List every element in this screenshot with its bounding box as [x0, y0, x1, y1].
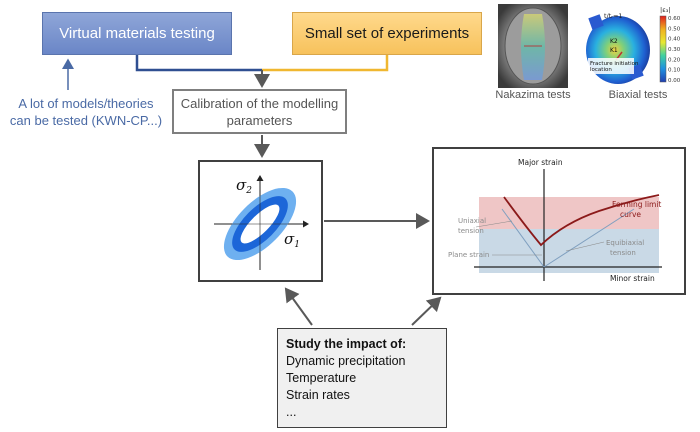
- colorbar: [659, 15, 667, 83]
- study-item: Dynamic precipitation: [286, 354, 406, 368]
- equibiaxial-path: [543, 208, 635, 268]
- calibration-line-2: parameters: [226, 112, 293, 128]
- colorbar-tick-label: 0.50: [668, 26, 681, 32]
- equibiaxial-label-line-1: Equibiaxial: [606, 239, 644, 247]
- calibration-box: Calibration of the modelling parameters: [172, 89, 347, 134]
- biaxial-top-label: t/tᵣ=1: [604, 12, 623, 20]
- yield-locus-plot: σ2 σ1: [214, 175, 309, 270]
- virtual-testing-box: Virtual materials testing: [42, 12, 232, 55]
- experiments-connector: [262, 55, 389, 72]
- colorbar-tick-label: 0.40: [668, 37, 681, 43]
- models-note-line-2: can be tested (KWN-CP...): [9, 113, 163, 128]
- models-note: A lot of models/theories can be tested (…: [6, 95, 166, 129]
- study-box: Study the impact of: Dynamic precipitati…: [277, 328, 447, 428]
- arrow-study-to-yield: [284, 287, 313, 326]
- sigma1-label: σ1: [284, 230, 300, 250]
- colorbar-tick-label: 0.60: [668, 16, 681, 22]
- minor-strain-label: Minor strain: [610, 274, 655, 283]
- uniaxial-label-line-2: tension: [458, 227, 484, 235]
- biaxial-k1-label: K1: [610, 47, 618, 54]
- models-note-line-1: A lot of models/theories: [18, 96, 154, 111]
- colorbar-tick-label: 0.00: [668, 78, 681, 84]
- virtual-testing-label: Virtual materials testing: [59, 25, 215, 42]
- biaxial-k2-label: K2: [610, 38, 618, 45]
- flc-label-line-2: curve: [620, 210, 641, 219]
- uniaxial-path: [501, 208, 545, 268]
- experiments-box: Small set of experiments: [292, 12, 482, 55]
- arrow-study-to-flc: [411, 296, 442, 326]
- forming-limit-curve: [503, 194, 660, 247]
- sigma2-label: σ2: [236, 176, 252, 196]
- study-item: Temperature: [286, 371, 357, 385]
- colorbar-tick-label: 0.20: [668, 57, 681, 63]
- nakazima-image: [498, 4, 568, 88]
- equibiaxial-label-line-2: tension: [610, 249, 636, 257]
- uniaxial-label-line-1: Uniaxial: [458, 217, 486, 225]
- colorbar-ticks: 0.60 0.50 0.40 0.30 0.20 0.10 0.00: [668, 16, 681, 84]
- calibration-line-1: Calibration of the modelling: [180, 95, 339, 111]
- colorbar-title: |ε₃|: [660, 6, 671, 14]
- flc-label-line-1: Forming limit: [612, 200, 661, 209]
- study-item: Strain rates: [286, 388, 350, 402]
- flc-plot: Major strain Minor strain Forming limit …: [448, 158, 662, 283]
- plane-strain-label: Plane strain: [448, 251, 489, 259]
- yield-locus-box: σ2 σ1: [198, 160, 323, 282]
- colorbar-tick-label: 0.10: [668, 68, 681, 74]
- study-item: ...: [286, 405, 297, 419]
- virtual-connector: [135, 55, 262, 72]
- nakazima-caption: Nakazima tests: [495, 89, 571, 101]
- major-strain-label: Major strain: [518, 158, 563, 167]
- experiments-label: Small set of experiments: [304, 25, 470, 42]
- study-heading: Study the impact of:: [286, 337, 407, 351]
- flc-box: Major strain Minor strain Forming limit …: [432, 147, 686, 295]
- colorbar-tick-label: 0.30: [668, 47, 681, 53]
- biaxial-caption: Biaxial tests: [608, 89, 668, 101]
